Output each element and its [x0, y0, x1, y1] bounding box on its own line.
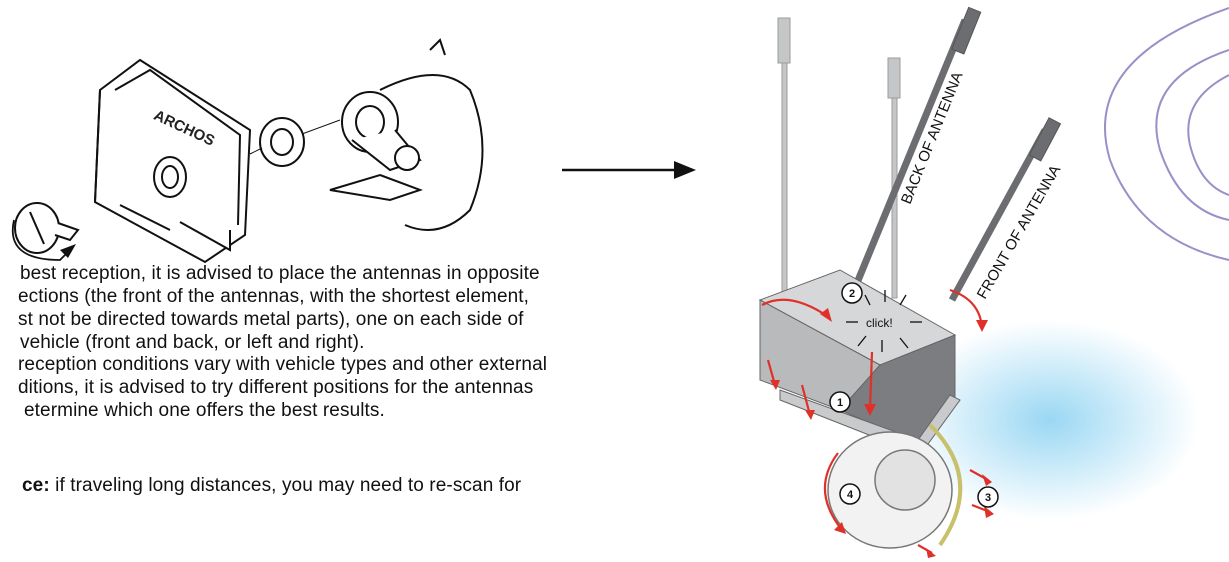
antenna-suction-cup [827, 423, 963, 549]
click-label: click! [866, 316, 893, 330]
click-burst [846, 290, 922, 352]
note-label: ce: [22, 475, 50, 496]
reception-paragraph: best reception, it is advised to place t… [0, 262, 712, 354]
signal-waves [1104, 7, 1229, 261]
text-line: st not be directed towards metal parts),… [18, 309, 524, 330]
signal-glow [900, 320, 1200, 520]
screw [14, 202, 80, 254]
step-marker-3 [977, 486, 999, 508]
note-text: if traveling long distances, you may nee… [49, 475, 522, 496]
back-of-antenna-label: BACK OF ANTENNA [898, 70, 967, 207]
text-line: best reception, it is advised to place t… [20, 263, 540, 284]
suction-cup [329, 38, 484, 231]
antenna-back-set [777, 17, 901, 299]
washer [259, 117, 305, 167]
note-paragraph: ce: if traveling long distances, you may… [0, 474, 712, 497]
conditions-paragraph: reception conditions vary with vehicle t… [0, 353, 712, 422]
step-label-4: 4 [847, 489, 854, 501]
text-line: reception conditions vary with vehicle t… [18, 354, 548, 375]
text-line: etermine which one offers the best resul… [24, 400, 385, 421]
step-marker-4 [839, 483, 861, 505]
rotate-arrow [11, 219, 73, 261]
step-label-1: 1 [837, 397, 843, 409]
step-label-3: 3 [985, 492, 991, 504]
mounting-bracket [93, 58, 252, 264]
antenna-base [758, 269, 961, 456]
direction-arrow [562, 161, 696, 179]
antenna-front-set [846, 6, 1062, 302]
step-label-2: 2 [849, 288, 855, 300]
step-markers [829, 282, 999, 508]
antenna-illustration: BACK OF ANTENNA FRONT OF ANTENNA click! [758, 6, 1229, 558]
assembly-illustration: ARCHOS [11, 38, 484, 264]
text-line: ections (the front of the antennas, with… [18, 286, 530, 307]
step-marker-1 [829, 391, 851, 413]
step-marker-2 [841, 282, 863, 304]
arrow-heads [770, 308, 994, 558]
text-line: ditions, it is advised to try different … [18, 377, 534, 398]
assembly-arrows [761, 288, 991, 554]
text-line: vehicle (front and back, or left and rig… [20, 332, 365, 353]
